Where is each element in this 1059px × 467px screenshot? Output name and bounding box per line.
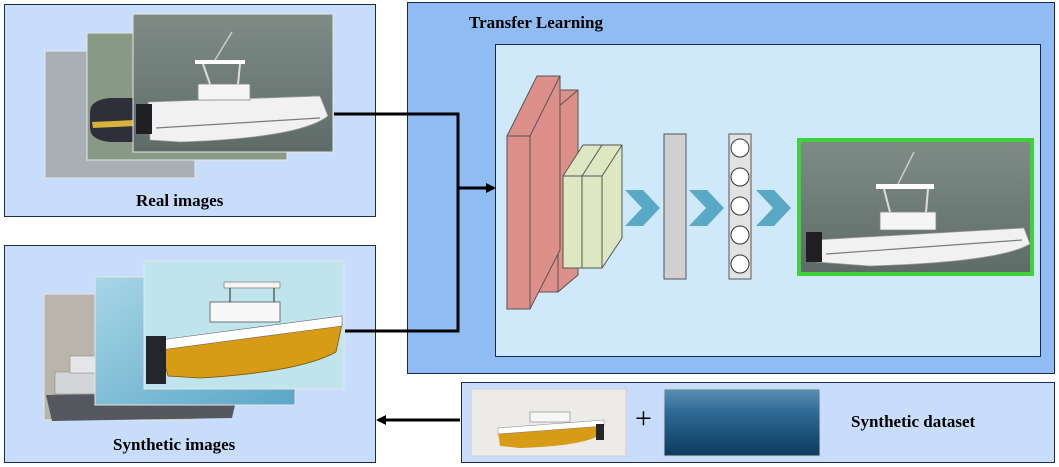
chevron-arrow-icon-3 bbox=[756, 190, 791, 226]
synthetic-image-stack bbox=[43, 260, 345, 421]
conv-layer-small-2 bbox=[581, 144, 623, 269]
output-node bbox=[730, 167, 750, 187]
dataset-yellow-boat-icon bbox=[497, 411, 605, 448]
dataset-sea-image bbox=[663, 388, 821, 457]
synthetic-images-label: Synthetic images bbox=[113, 435, 236, 454]
output-node bbox=[730, 254, 750, 274]
output-nodes bbox=[730, 138, 750, 274]
output-node bbox=[730, 138, 750, 158]
chevron-arrow-icon-1 bbox=[625, 190, 660, 226]
output-node bbox=[730, 196, 750, 216]
connector-synthetic bbox=[345, 188, 460, 333]
real-images-label: Real images bbox=[136, 191, 224, 210]
detected-boat-icon bbox=[806, 151, 1031, 267]
dinghy-boat-icon bbox=[90, 98, 135, 142]
yellow-boat-icon bbox=[146, 281, 343, 384]
transfer-learning-title: Transfer Learning bbox=[469, 13, 603, 32]
chevron-arrow-icon-2 bbox=[689, 190, 724, 226]
fc-layer bbox=[663, 133, 687, 280]
output-node bbox=[730, 225, 750, 245]
real-image-stack bbox=[44, 13, 334, 179]
plus-sign: + bbox=[635, 402, 652, 435]
real-motorboat-icon bbox=[136, 31, 329, 143]
conv-layer-large-1 bbox=[506, 75, 561, 310]
synthetic-dataset-label: Synthetic dataset bbox=[851, 412, 976, 431]
connector-real bbox=[334, 112, 460, 188]
